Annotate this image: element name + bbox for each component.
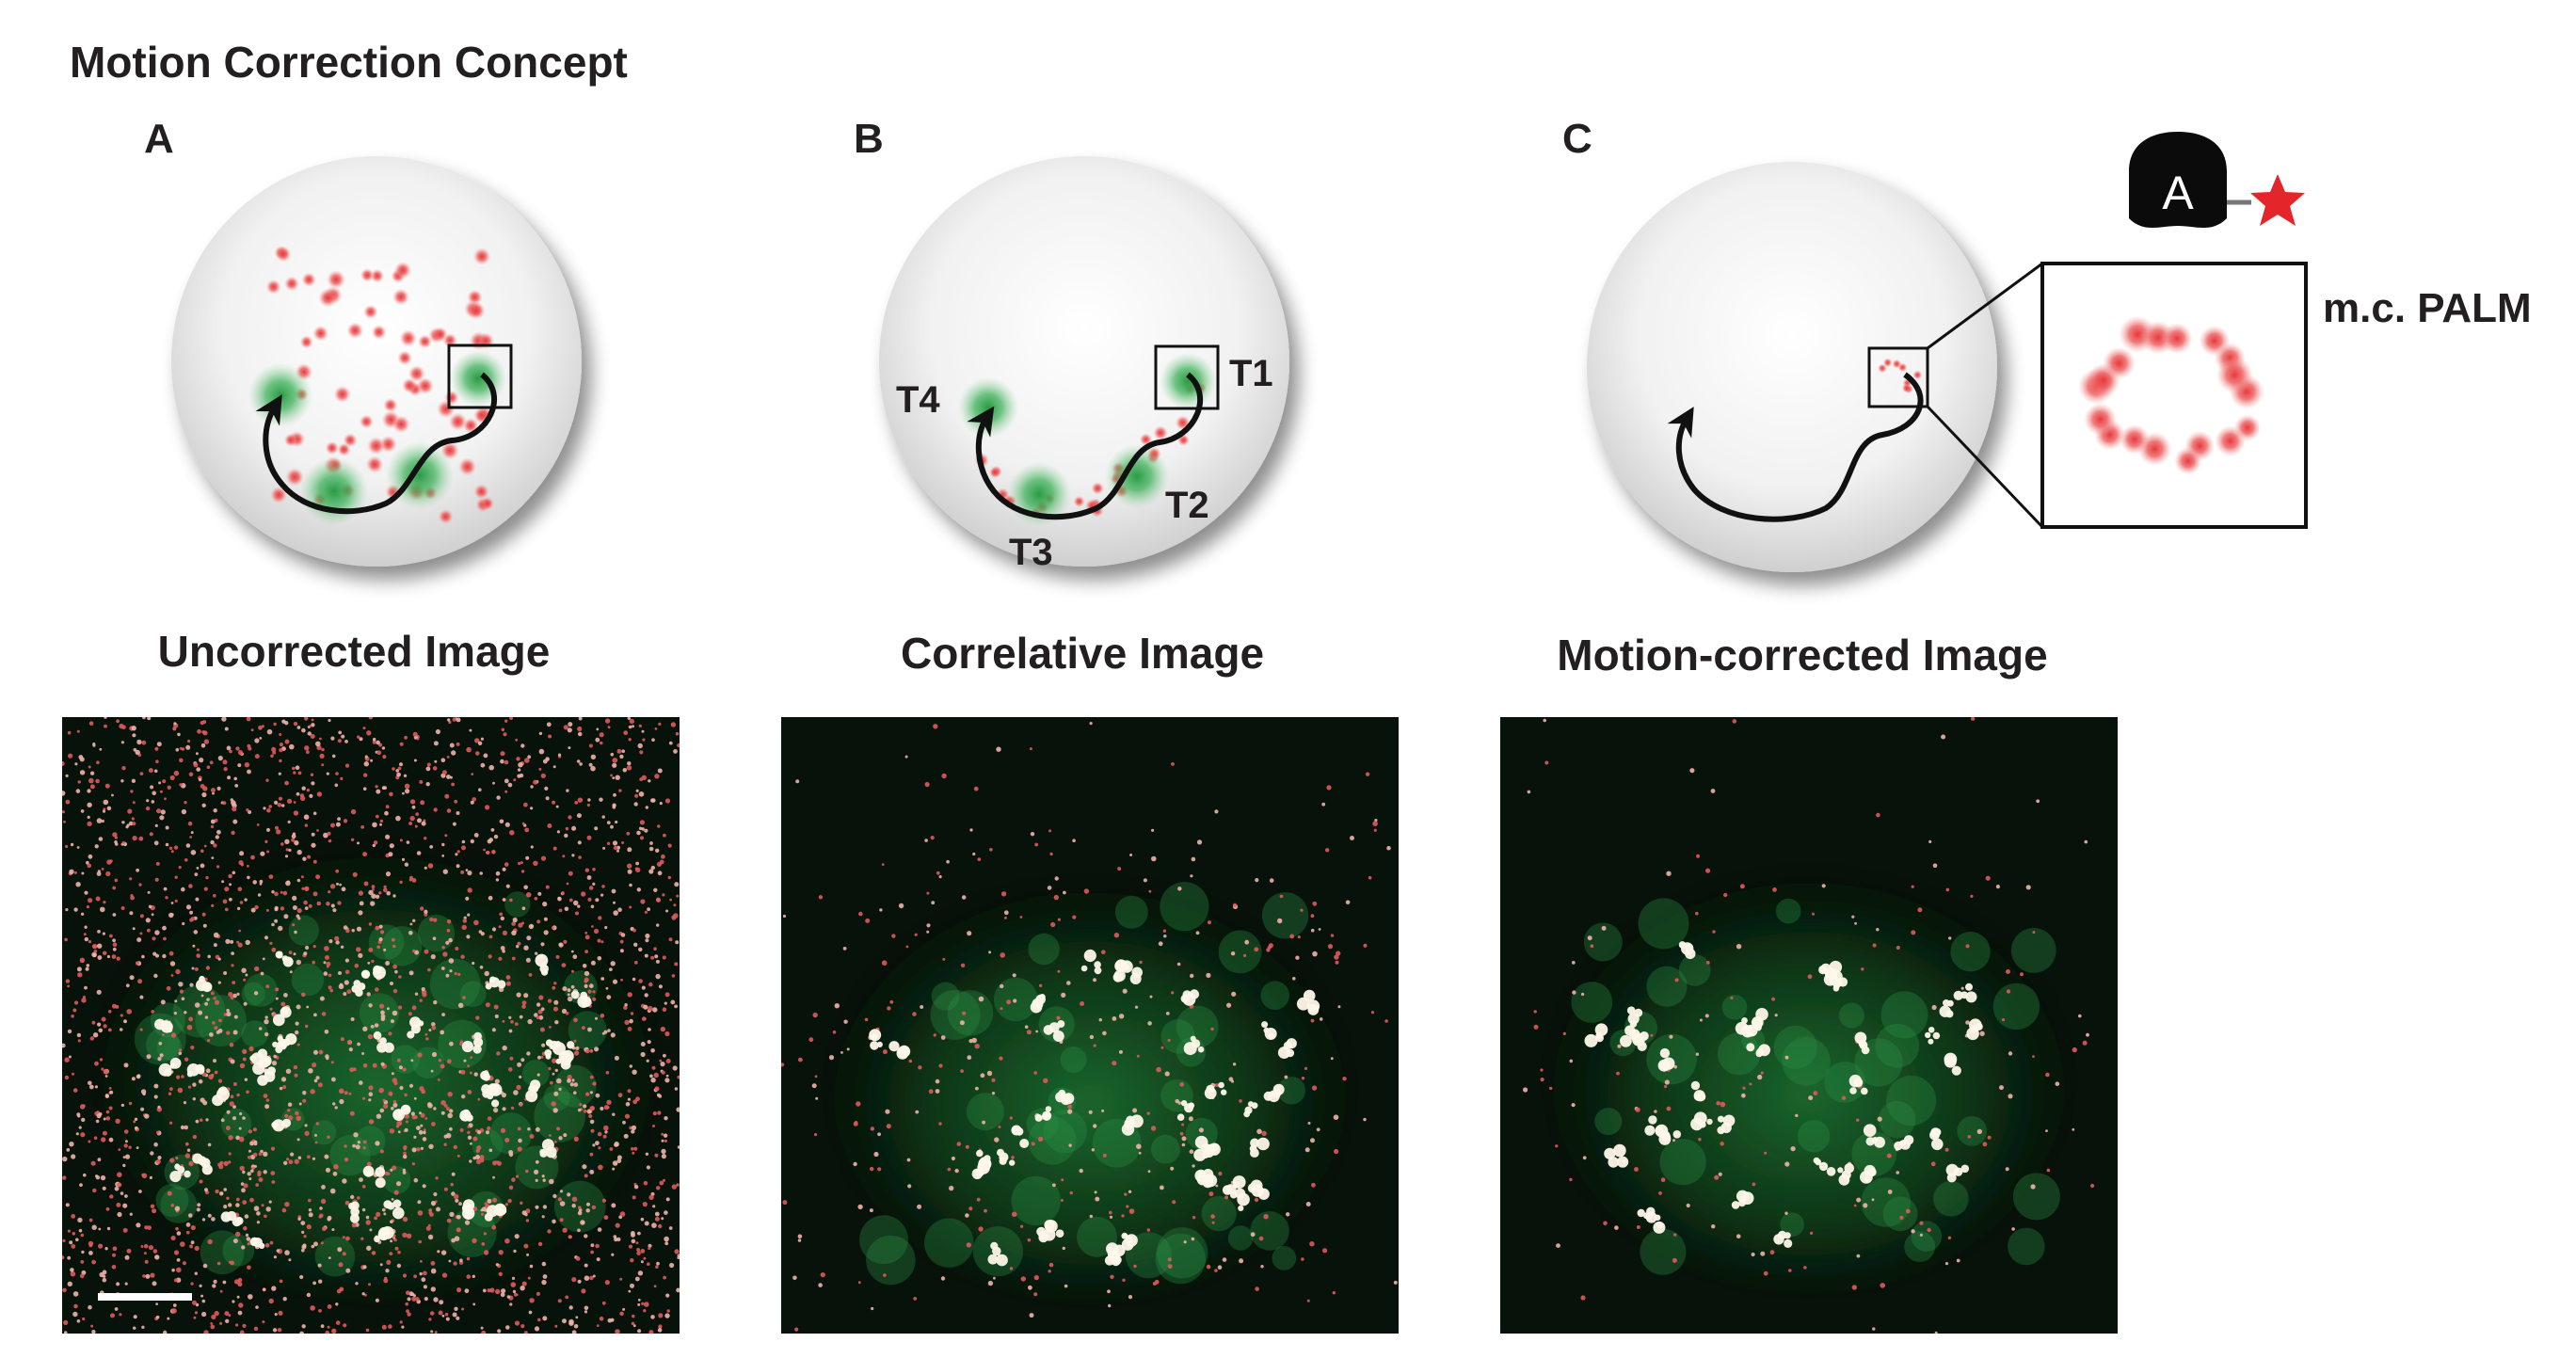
- panel-c-schematic: m.c. PALM A: [1587, 132, 2532, 572]
- caption-b: Correlative Image: [901, 629, 1264, 678]
- micrograph-uncorrected: [62, 717, 680, 1334]
- micrograph-motion-corrected: [1500, 717, 2118, 1334]
- ring-localizations: [2078, 315, 2264, 475]
- time-label-t2: T2: [1165, 485, 1209, 526]
- motion-trajectory-arrow: [255, 372, 498, 515]
- fluorophore-star-icon: [2250, 174, 2305, 226]
- panel-b-schematic: T1 T2 T3 T4: [879, 156, 1289, 573]
- time-label-t1: T1: [1229, 353, 1273, 394]
- roi-box: [447, 343, 513, 409]
- cell-sphere: [1587, 162, 1997, 572]
- motion-trajectory-arrow: [1667, 372, 1924, 522]
- panel-letter-c: C: [1562, 116, 1592, 162]
- inset-label: m.c. PALM: [2323, 285, 2532, 331]
- figure-title: Motion Correction Concept: [70, 38, 628, 87]
- antibody-letter: A: [2162, 167, 2194, 219]
- caption-c: Motion-corrected Image: [1557, 631, 2047, 679]
- zoom-line-bottom: [1926, 405, 2044, 529]
- antibody-icon: A: [2129, 132, 2251, 228]
- motion-trajectory-arrow: [967, 372, 1204, 520]
- caption-a: Uncorrected Image: [158, 627, 551, 676]
- cell-sphere: [879, 156, 1289, 567]
- time-label-t3: T3: [1009, 532, 1053, 573]
- micrograph-correlative: [781, 717, 1399, 1334]
- time-label-t4: T4: [896, 379, 940, 421]
- panel-letter-b: B: [854, 116, 884, 162]
- panel-letter-a: A: [144, 116, 174, 162]
- panel-a-schematic: [171, 156, 582, 567]
- roi-box: [1867, 346, 1929, 408]
- zoom-line-top: [1927, 262, 2043, 350]
- roi-box: [1154, 344, 1220, 410]
